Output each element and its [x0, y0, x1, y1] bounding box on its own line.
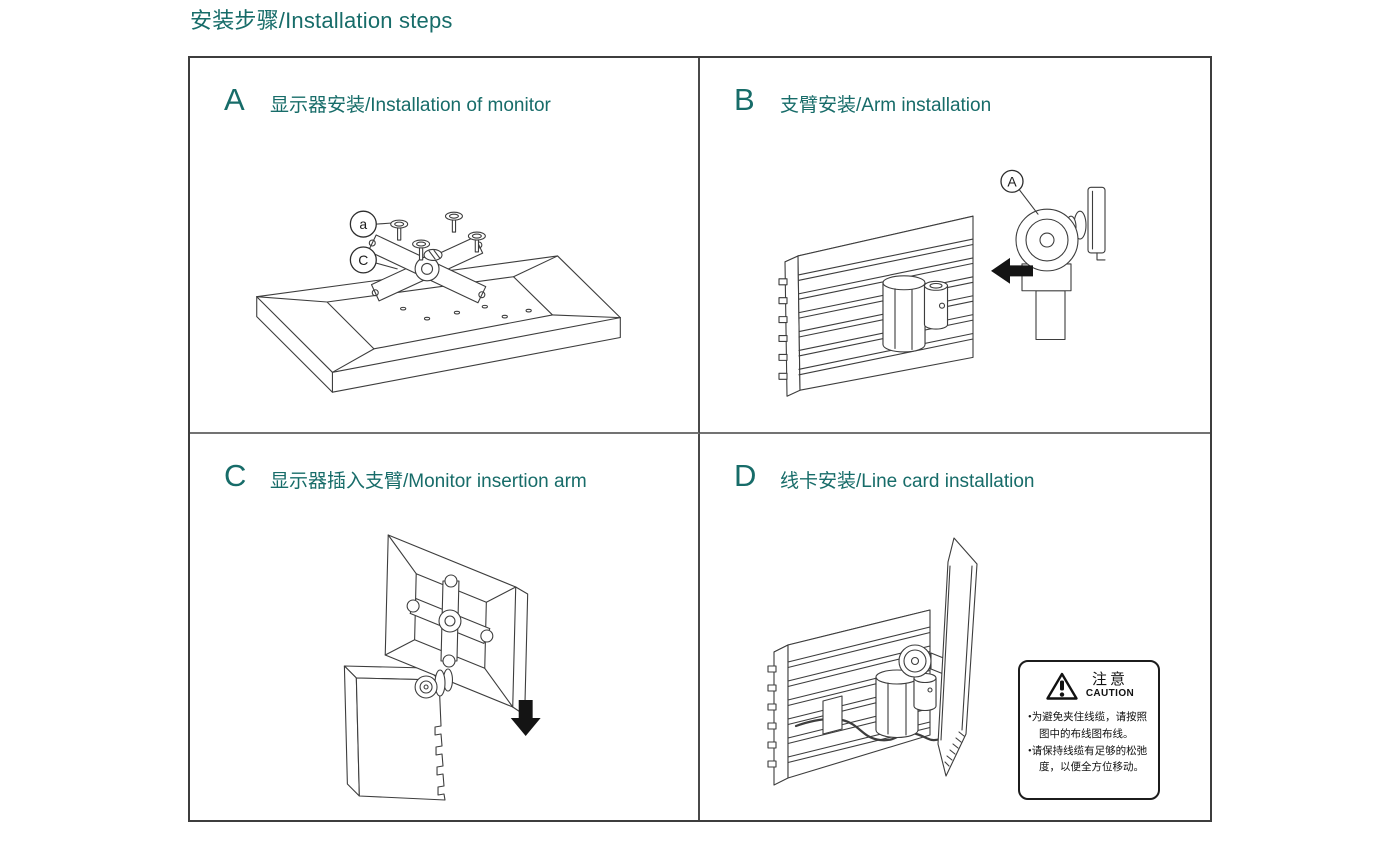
slat-tabs — [778, 278, 788, 380]
thumbscrews — [390, 211, 486, 261]
caution-box: 注意 CAUTION •为避免夹住线缆，请按照图中的布线图布线。 •请保持线缆有… — [1018, 660, 1160, 800]
insert-arrow-left-icon — [991, 257, 1033, 284]
caution-header: 注意 CAUTION — [1028, 671, 1151, 701]
panel-step-b: B 支臂安装/Arm installation — [700, 58, 1210, 434]
svg-text:a: a — [359, 216, 367, 232]
callout-arm-a: A — [1000, 169, 1039, 215]
slat-tabs — [767, 665, 777, 768]
arm-installation-illustration: A — [778, 169, 1106, 397]
page-title: 安装步骤/Installation steps — [190, 8, 453, 33]
screw-holes — [400, 304, 532, 321]
caution-item: •为避免夹住线缆，请按照图中的布线图布线。 — [1028, 712, 1148, 740]
warning-triangle-icon — [1046, 672, 1078, 700]
caution-title-en: CAUTION — [1085, 688, 1135, 700]
wall-cylinder-mount — [875, 669, 937, 739]
caution-titles: 注意 CAUTION — [1086, 672, 1134, 701]
monitor-side-drawing — [937, 537, 978, 777]
caution-item: •请保持线缆有足够的松弛度，以便全方位移动。 — [1028, 745, 1148, 774]
ball-joint-drawing — [414, 668, 454, 699]
cable-clip-drawing — [822, 695, 843, 735]
vesa-plate — [406, 574, 494, 668]
panel-step-a: A 显示器安装/Installation of monitor — [190, 58, 700, 434]
panel-step-c: C 显示器插入支臂/Monitor insertion arm — [190, 434, 700, 820]
installation-steps-grid: A 显示器安装/Installation of monitor — [188, 56, 1212, 822]
callout-a: a — [349, 210, 391, 238]
callout-c: C — [349, 246, 398, 274]
monitor-insertion-illustration — [343, 534, 541, 801]
svg-text:C: C — [358, 252, 368, 268]
wall-cylinder-mount — [882, 275, 949, 353]
panel-step-d: D 线卡安装/Line card installation — [700, 434, 1210, 820]
svg-text:A: A — [1007, 173, 1017, 189]
caution-title-zh: 注意 — [1091, 671, 1128, 688]
cable-routing-illustration — [767, 537, 978, 786]
monitor-back-drawing — [384, 534, 529, 716]
caution-body: •为避免夹住线缆，请按照图中的布线图布线。 •请保持线缆有足够的松弛度，以便全方… — [1028, 710, 1151, 777]
vesa-plate — [367, 234, 487, 304]
slatwall-edge-drawing — [343, 665, 446, 801]
arm-assembly-drawing — [1015, 186, 1106, 341]
monitor-facedown-illustration: a C — [256, 210, 621, 393]
insert-arrow-down-icon — [510, 700, 541, 736]
